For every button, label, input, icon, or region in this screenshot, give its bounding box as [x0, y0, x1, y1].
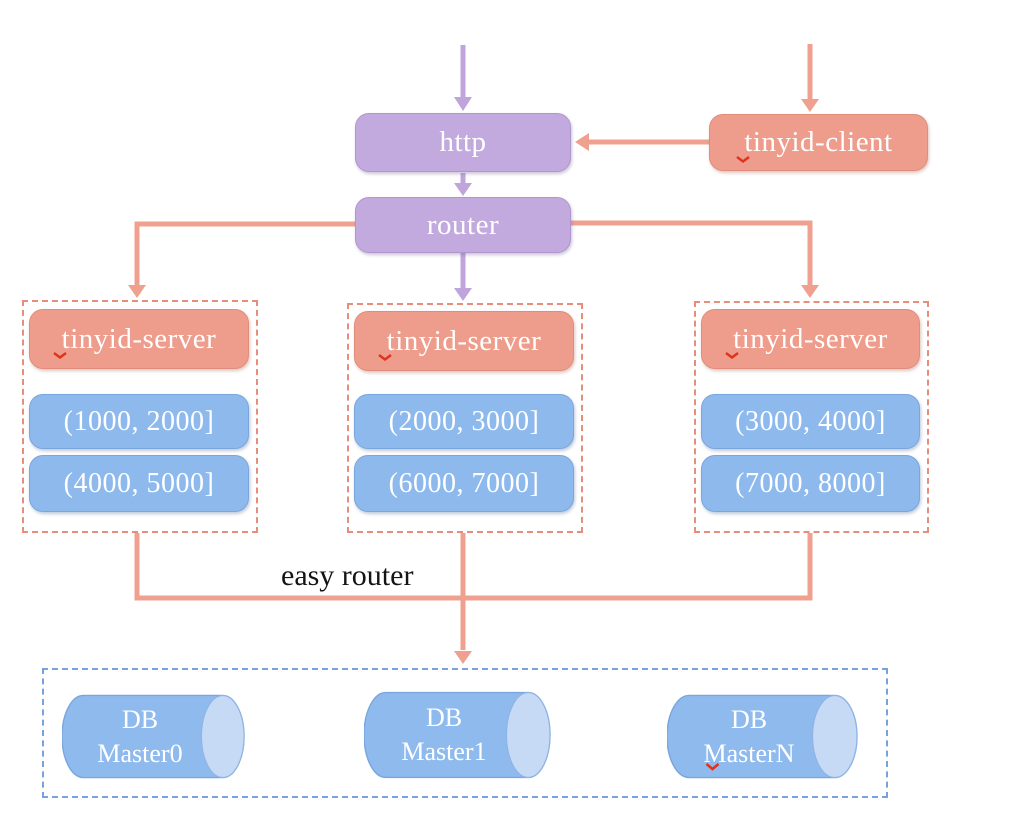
tinyid-server-group-middle: tinyid-server (2000, 3000] (6000, 7000]: [347, 303, 583, 533]
tinyid-server-node: tinyid-server: [29, 309, 249, 369]
id-range-node: (2000, 3000]: [354, 394, 574, 449]
arrow-router-to-left-server: [134, 221, 357, 285]
easy-router-label: easy router: [281, 559, 414, 592]
http-node: http: [355, 113, 571, 172]
db-label-line1: DB: [121, 704, 159, 734]
db-cylinder-master1: DB Master1: [364, 691, 552, 779]
tinyid-server-label: tinyid-server: [61, 322, 217, 355]
id-range-node: (3000, 4000]: [701, 394, 920, 449]
spellcheck-squiggle-icon: [378, 354, 392, 361]
id-range-label: (2000, 3000]: [388, 405, 540, 437]
spellcheck-squiggle-icon: [725, 352, 739, 359]
id-range-node: (4000, 5000]: [29, 455, 249, 512]
db-master-container: DB Master0 DB Master1 DB MasterN: [42, 668, 888, 798]
arrowhead-top-to-client: [801, 99, 819, 112]
cylinder-shape-icon: [62, 694, 245, 779]
db-label-line2: Master1: [401, 737, 487, 766]
id-range-node: (6000, 7000]: [354, 455, 574, 512]
http-label: http: [439, 126, 487, 158]
tinyid-client-label: tinyid-client: [744, 126, 893, 158]
tinyid-server-node: tinyid-server: [701, 309, 920, 369]
db-label: DB Master1: [364, 691, 552, 779]
tinyid-server-group-left: tinyid-server (1000, 2000] (4000, 5000]: [22, 300, 258, 533]
arrowhead-top-to-http: [454, 97, 472, 111]
db-label: DB Master0: [62, 694, 246, 779]
cylinder-shape-icon: [667, 694, 858, 779]
db-label-line1: DB: [730, 704, 768, 734]
cylinder-shape-icon: [364, 691, 551, 779]
tinyid-server-label: tinyid-server: [733, 322, 888, 355]
tinyid-server-node: tinyid-server: [354, 311, 574, 371]
db-label: DB MasterN: [667, 694, 859, 779]
tinyid-server-label: tinyid-server: [386, 324, 542, 357]
spellcheck-squiggle-icon: [53, 352, 67, 359]
id-range-label: (6000, 7000]: [388, 467, 540, 499]
id-range-node: (7000, 8000]: [701, 455, 920, 512]
tinyid-server-group-right: tinyid-server (3000, 4000] (7000, 8000]: [694, 301, 929, 533]
router-node: router: [355, 197, 571, 253]
router-label: router: [426, 208, 500, 241]
id-range-label: (3000, 4000]: [735, 405, 886, 437]
arrowhead-router-to-middle-server: [454, 288, 472, 301]
db-cylinder-masterN: DB MasterN: [667, 694, 859, 779]
arrowhead-servers-to-db: [454, 651, 472, 664]
db-cylinder-master0: DB Master0: [62, 694, 246, 779]
arrow-router-to-right-server: [570, 220, 813, 285]
id-range-label: (7000, 8000]: [735, 467, 886, 499]
db-label-line1: DB: [425, 703, 463, 733]
arrowhead-http-to-router: [454, 183, 472, 196]
db-label-line2: MasterN: [703, 738, 795, 768]
arrowhead-router-to-right-server: [801, 285, 819, 298]
spellcheck-squiggle-icon: [736, 156, 750, 163]
easy-router-bus-line: [134, 533, 813, 601]
spellcheck-squiggle-icon: [705, 763, 720, 771]
id-range-label: (1000, 2000]: [63, 405, 215, 437]
id-range-node: (1000, 2000]: [29, 394, 249, 449]
id-range-label: (4000, 5000]: [63, 467, 215, 499]
arrowhead-router-to-left-server: [128, 285, 146, 298]
db-label-line2: Master0: [97, 738, 183, 768]
arrowhead-client-to-http: [575, 133, 589, 151]
tinyid-client-node: tinyid-client: [709, 114, 928, 171]
